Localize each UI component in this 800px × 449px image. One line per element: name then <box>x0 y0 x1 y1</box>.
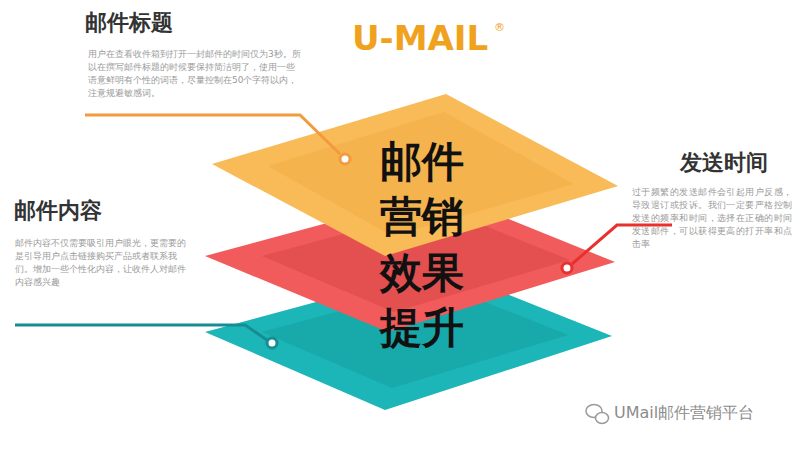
callout-heading: 发送时间 <box>680 150 768 176</box>
callout-body: 过于频繁的发送邮件会引起用户反感，导致退订或投诉。我们一定要严格控制发送的频率和… <box>632 186 792 251</box>
callout-heading: 邮件内容 <box>14 198 102 224</box>
callout-body: 邮件内容不仅需要吸引用户眼光，更需要的是引导用户点击链接购买产品或者联系我们。增… <box>15 237 187 289</box>
leader-line <box>15 325 267 340</box>
leader-dot <box>562 263 572 273</box>
leader-dot <box>267 338 277 348</box>
logo-mark: ® <box>494 22 505 33</box>
callout-heading: 邮件标题 <box>85 10 173 36</box>
center-title: 邮件 营销 效果 提升 <box>372 134 472 356</box>
wechat-icon <box>586 405 609 424</box>
logo-text: U-MAIL <box>352 20 488 57</box>
leader-line <box>85 115 340 154</box>
watermark: UMail邮件营销平台 <box>614 403 754 422</box>
callout-body: 用户在查看收件箱到打开一封邮件的时间仅为3秒。所以在撰写邮件标题的时候要保持简洁… <box>88 48 303 100</box>
leader-dot <box>340 154 350 164</box>
